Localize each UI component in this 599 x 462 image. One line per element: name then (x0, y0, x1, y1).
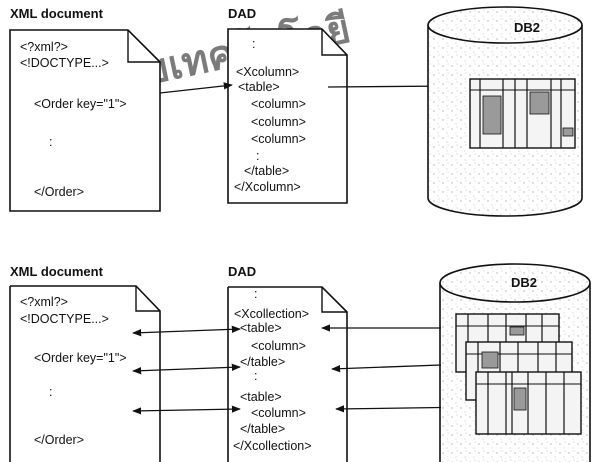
top-dad-line-xcolumn-close: </Xcolumn> (234, 180, 301, 194)
top-dad-label: DAD (228, 6, 256, 21)
bottom-db2-table-3 (476, 372, 581, 434)
bottom-xml-line-ellipsis: : (49, 385, 52, 399)
top-dad-line-ellipsis-2: : (256, 149, 259, 163)
bottom-section: XML document DAD <?xml?> <!DOCTYPE...> <… (10, 264, 590, 462)
top-section: XML document DAD <?xml?> <!DOCTYPE...> <… (10, 6, 582, 216)
top-xml-line-ellipsis: : (49, 135, 52, 149)
top-xml-line-doctype: <!DOCTYPE...> (20, 56, 109, 70)
top-dad-line-column-1: <column> (251, 97, 306, 111)
top-dad-line-column-2: <column> (251, 115, 306, 129)
top-dad-line-xcolumn-open: <Xcolumn> (236, 65, 299, 79)
bottom-db2-label: DB2 (511, 275, 537, 290)
bottom-dad-line-table-close-1: </table> (240, 355, 285, 369)
top-xml-line-order-close: </Order> (34, 185, 84, 199)
bottom-xml-line-doctype: <!DOCTYPE...> (20, 312, 109, 326)
bottom-dad-line-column-2: <column> (251, 406, 306, 420)
bottom-xml-line-order-open: <Order key="1"> (34, 351, 127, 365)
top-dad-line-table-open: <table> (238, 80, 280, 94)
bottom-xml-line-order-close: </Order> (34, 433, 84, 447)
bottom-dad-line-ellipsis: : (254, 287, 257, 301)
top-dad-line-table-close: </table> (244, 164, 289, 178)
top-xml-line-decl: <?xml?> (20, 40, 68, 54)
bottom-dad-line-xcollection-close: </Xcollection> (233, 439, 312, 453)
top-db2-table (470, 79, 575, 148)
top-xml-line-order-open: <Order key="1"> (34, 97, 127, 111)
top-dad-line-ellipsis: : (252, 37, 255, 51)
top-xml-label: XML document (10, 6, 104, 21)
bottom-dad-label: DAD (228, 264, 256, 279)
bottom-dad-line-column-1: <column> (251, 339, 306, 353)
bottom-dad-line-table-open-1: <table> (240, 321, 282, 335)
bottom-dad-line-table-open-2: <table> (240, 390, 282, 404)
bottom-dad-line-xcollection-open: <Xcollection> (234, 307, 309, 321)
top-dad-line-column-3: <column> (251, 132, 306, 146)
top-db2-label: DB2 (514, 20, 540, 35)
bottom-xml-label: XML document (10, 264, 104, 279)
bottom-dad-line-table-close-2: </table> (240, 422, 285, 436)
bottom-dad-line-ellipsis-2: : (254, 369, 257, 383)
bottom-xml-line-decl: <?xml?> (20, 295, 68, 309)
